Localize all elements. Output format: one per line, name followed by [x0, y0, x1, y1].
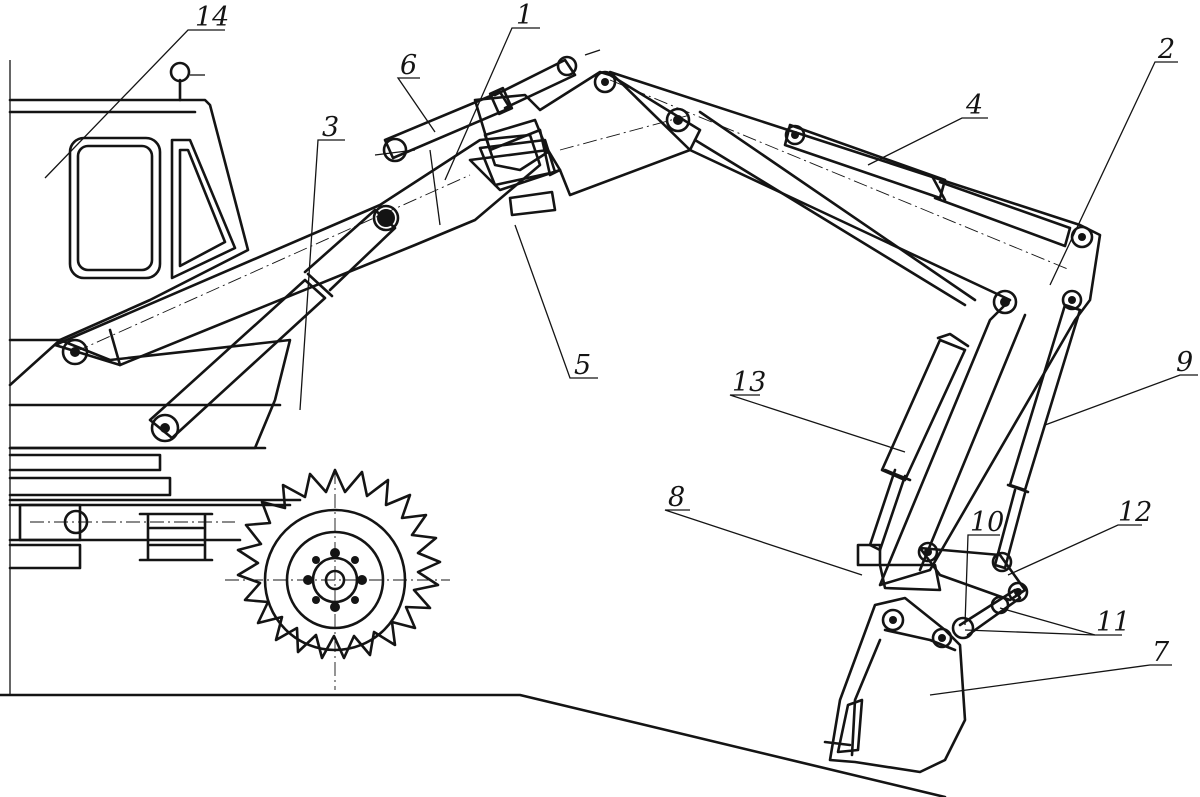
- callout-12: 12: [1118, 497, 1152, 528]
- stick-cylinder: [783, 123, 1072, 248]
- callout-13: 13: [732, 367, 766, 398]
- callout-labels: 14 1 2 3 4 5 6 7 8 9 10 11 12 13: [195, 0, 1193, 668]
- boom-cylinder: [148, 204, 400, 443]
- aux-cylinder: [856, 332, 970, 567]
- bucket-linkage: [878, 541, 1029, 640]
- boom-joint: [468, 70, 702, 217]
- callout-5: 5: [574, 350, 591, 381]
- chassis: [8, 498, 302, 570]
- callout-10: 10: [970, 507, 1004, 538]
- wheel: [225, 468, 450, 690]
- callout-1: 1: [516, 0, 533, 31]
- bucket: [823, 596, 967, 774]
- callout-3: 3: [322, 112, 339, 143]
- turntable: [8, 338, 292, 507]
- bucket-cylinder: [993, 303, 1082, 570]
- callout-8: 8: [668, 482, 685, 513]
- boom: [53, 133, 542, 367]
- boom-ext-cylinder: [374, 49, 601, 163]
- callout-7: 7: [1152, 637, 1170, 668]
- cab: [8, 61, 250, 342]
- callout-9: 9: [1176, 347, 1193, 378]
- callout-4: 4: [965, 90, 983, 121]
- leader-lines: [44, 27, 1198, 696]
- ground-line: [0, 60, 947, 797]
- stick: [608, 70, 1102, 587]
- callout-6: 6: [400, 50, 417, 81]
- callout-11: 11: [1096, 607, 1130, 638]
- callout-2: 2: [1157, 34, 1175, 65]
- callout-14: 14: [195, 2, 229, 33]
